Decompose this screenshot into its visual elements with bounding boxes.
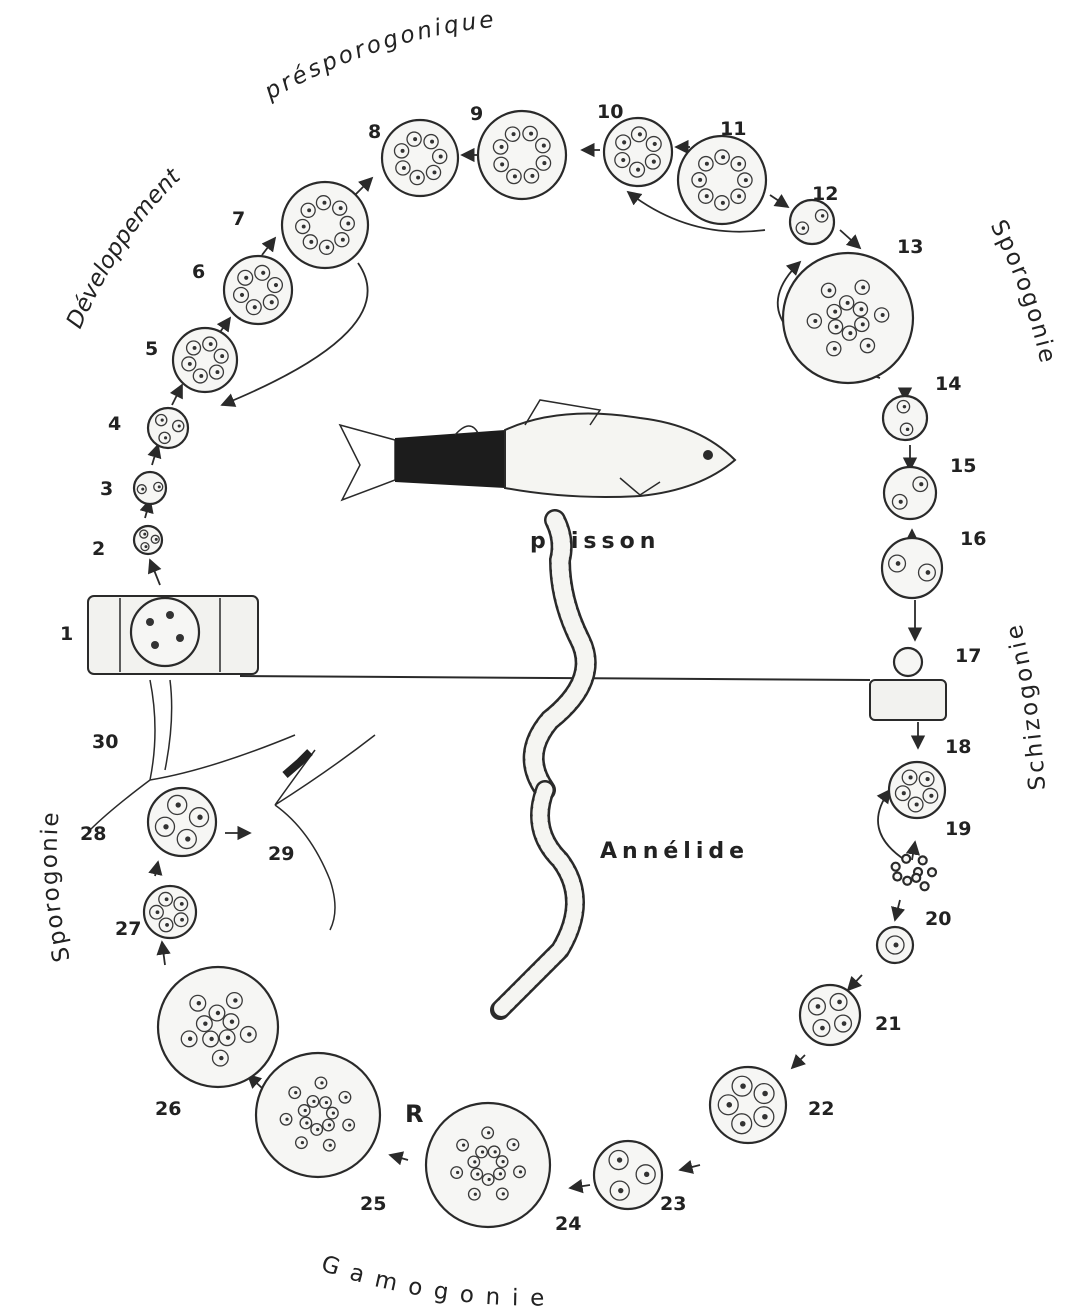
- stage-label-23: 23: [660, 1193, 686, 1215]
- stage-21-cell: [877, 927, 913, 963]
- fish-host-illustration: [340, 400, 735, 500]
- stage-14-cell: [783, 253, 913, 383]
- stage-26-cell: [256, 1053, 380, 1177]
- stage-label-16: 16: [960, 528, 986, 550]
- stage-label-22: 22: [808, 1098, 834, 1120]
- stage-1-infected-epithelium: [88, 596, 258, 674]
- stage-4-cell: [134, 472, 166, 504]
- stage-20-cell: [892, 855, 936, 890]
- stage-11-cell: [604, 118, 672, 186]
- stage-label-30: 30: [92, 731, 118, 753]
- stage-16-cell: [884, 467, 936, 519]
- stage-label-21: 21: [875, 1013, 901, 1035]
- stage-label-20: 20: [925, 908, 951, 930]
- stage-label-15: 15: [950, 455, 976, 477]
- stage-9-cell: [382, 120, 458, 196]
- stage-29-cell: [148, 788, 216, 856]
- stage-label-26: 26: [155, 1098, 181, 1120]
- phase-label-sporogony-worm: Sporogonie: [37, 809, 76, 964]
- stage-12-cell: [678, 136, 766, 224]
- stage-label-24: 24: [555, 1213, 581, 1235]
- stage-label-14: 14: [935, 373, 961, 395]
- stage-label-19: 19: [945, 818, 971, 840]
- stage-label-3: 3: [100, 478, 113, 500]
- stage-5-cell: [148, 408, 188, 448]
- phase-label-development: Développement: [62, 163, 186, 332]
- stage-label-8: 8: [368, 121, 381, 143]
- stage-label-17: 17: [955, 645, 981, 667]
- stage-label-10: 10: [597, 101, 623, 123]
- stage-label-9: 9: [470, 103, 483, 125]
- stage-28-cell: [144, 886, 196, 938]
- stage-10-cell: [478, 111, 566, 199]
- stage-label-6: 6: [192, 261, 205, 283]
- annelid-host-label: Annélide: [600, 839, 749, 864]
- stage-27-cell: [158, 967, 278, 1087]
- phase-label-sporogony-fish: Sporogonie: [985, 216, 1061, 367]
- annelid-host-illustration: [500, 520, 586, 1010]
- stage-label-7: 7: [232, 208, 245, 230]
- stage-label-4: 4: [108, 413, 121, 435]
- host-separator-line: [240, 676, 870, 680]
- stage-19-cell: [889, 762, 945, 818]
- stage-13-cell: [790, 200, 834, 244]
- stage-8-cell: [282, 182, 368, 268]
- stage-25-cell: [426, 1103, 550, 1227]
- stage-label-12: 12: [812, 183, 838, 205]
- phase-label-presporogonic: présporogonique: [259, 7, 497, 106]
- stage-label-18: 18: [945, 736, 971, 758]
- stage-7-cell: [224, 256, 292, 324]
- stage-label-2: 2: [92, 538, 105, 560]
- stage-24-cell: [594, 1141, 662, 1209]
- stage-label-28: 28: [80, 823, 106, 845]
- phase-label-gamogony: Gamogonie: [318, 1251, 556, 1312]
- stage-label-25: 25: [360, 1193, 386, 1215]
- stage-15-cell: [883, 396, 927, 440]
- stage-label-29: 29: [268, 843, 294, 865]
- stage-17-cell: [882, 538, 942, 598]
- stage-3-cell: [134, 526, 162, 554]
- stage-label-11: 11: [720, 118, 746, 140]
- triactinomyxon-spore-29: [275, 735, 375, 930]
- stage-label-5: 5: [145, 338, 158, 360]
- phase-label-schizogony: Schizogonie: [1001, 619, 1051, 791]
- stage-18-cell: [870, 648, 946, 720]
- stage-label-1: 1: [60, 623, 73, 645]
- mark-r-label: R: [405, 1100, 423, 1128]
- stage-6-cell: [173, 328, 237, 392]
- stage-label-13: 13: [897, 236, 923, 258]
- stage-label-27: 27: [115, 918, 141, 940]
- stage-22-cell: [800, 985, 860, 1045]
- stage-23-cell: [710, 1067, 786, 1143]
